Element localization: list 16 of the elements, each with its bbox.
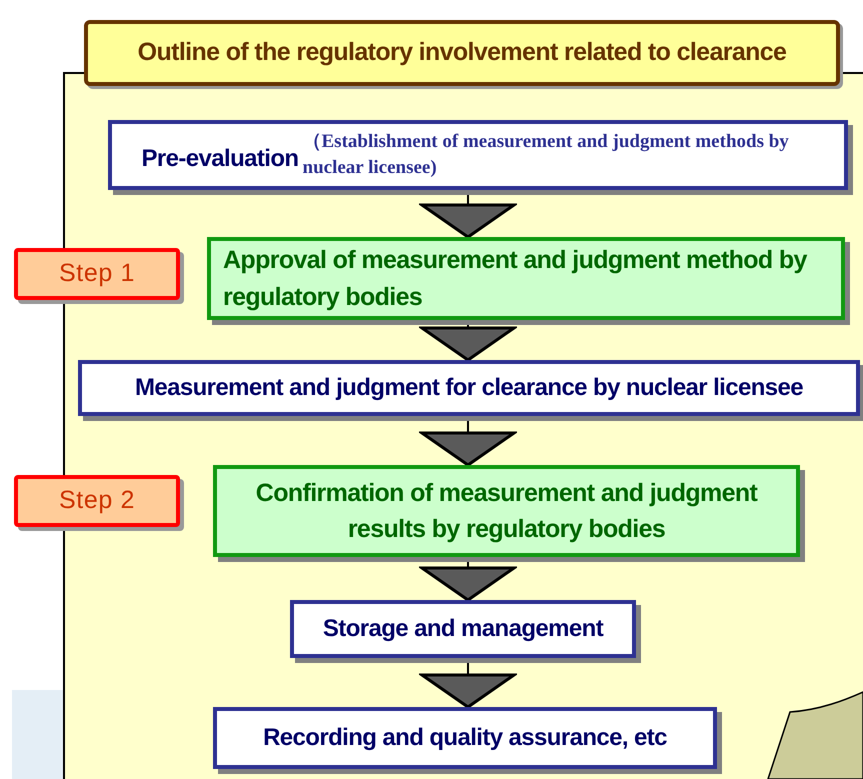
box-label: Step 1 <box>58 258 136 290</box>
down-arrow <box>420 418 516 466</box>
box-label: Step 2 <box>58 485 136 516</box>
box-heading: Pre-evaluation <box>142 144 298 174</box>
box-label: Outline of the regulatory involvement related to clearance <box>138 37 786 68</box>
down-arrow <box>420 192 516 238</box>
box-label: Storage and management <box>322 614 604 644</box>
box-label: Approval of measurement and judgment method by regulatory bodies <box>223 245 808 312</box>
box-label: Measurement and judgment for clearance by nuclear licensee <box>134 373 804 403</box>
box-label: Recording and quality assurance, etc <box>263 723 667 753</box>
box-label: Confirmation of measurement and judgment results by regulatory bodies <box>254 478 758 545</box>
down-arrow <box>420 559 516 602</box>
box-note: （Establishment of measurement and judgment methods by nuclear licensee) <box>302 130 790 180</box>
title-scroll <box>84 20 840 86</box>
down-arrow <box>420 660 516 708</box>
down-arrow <box>420 322 516 362</box>
